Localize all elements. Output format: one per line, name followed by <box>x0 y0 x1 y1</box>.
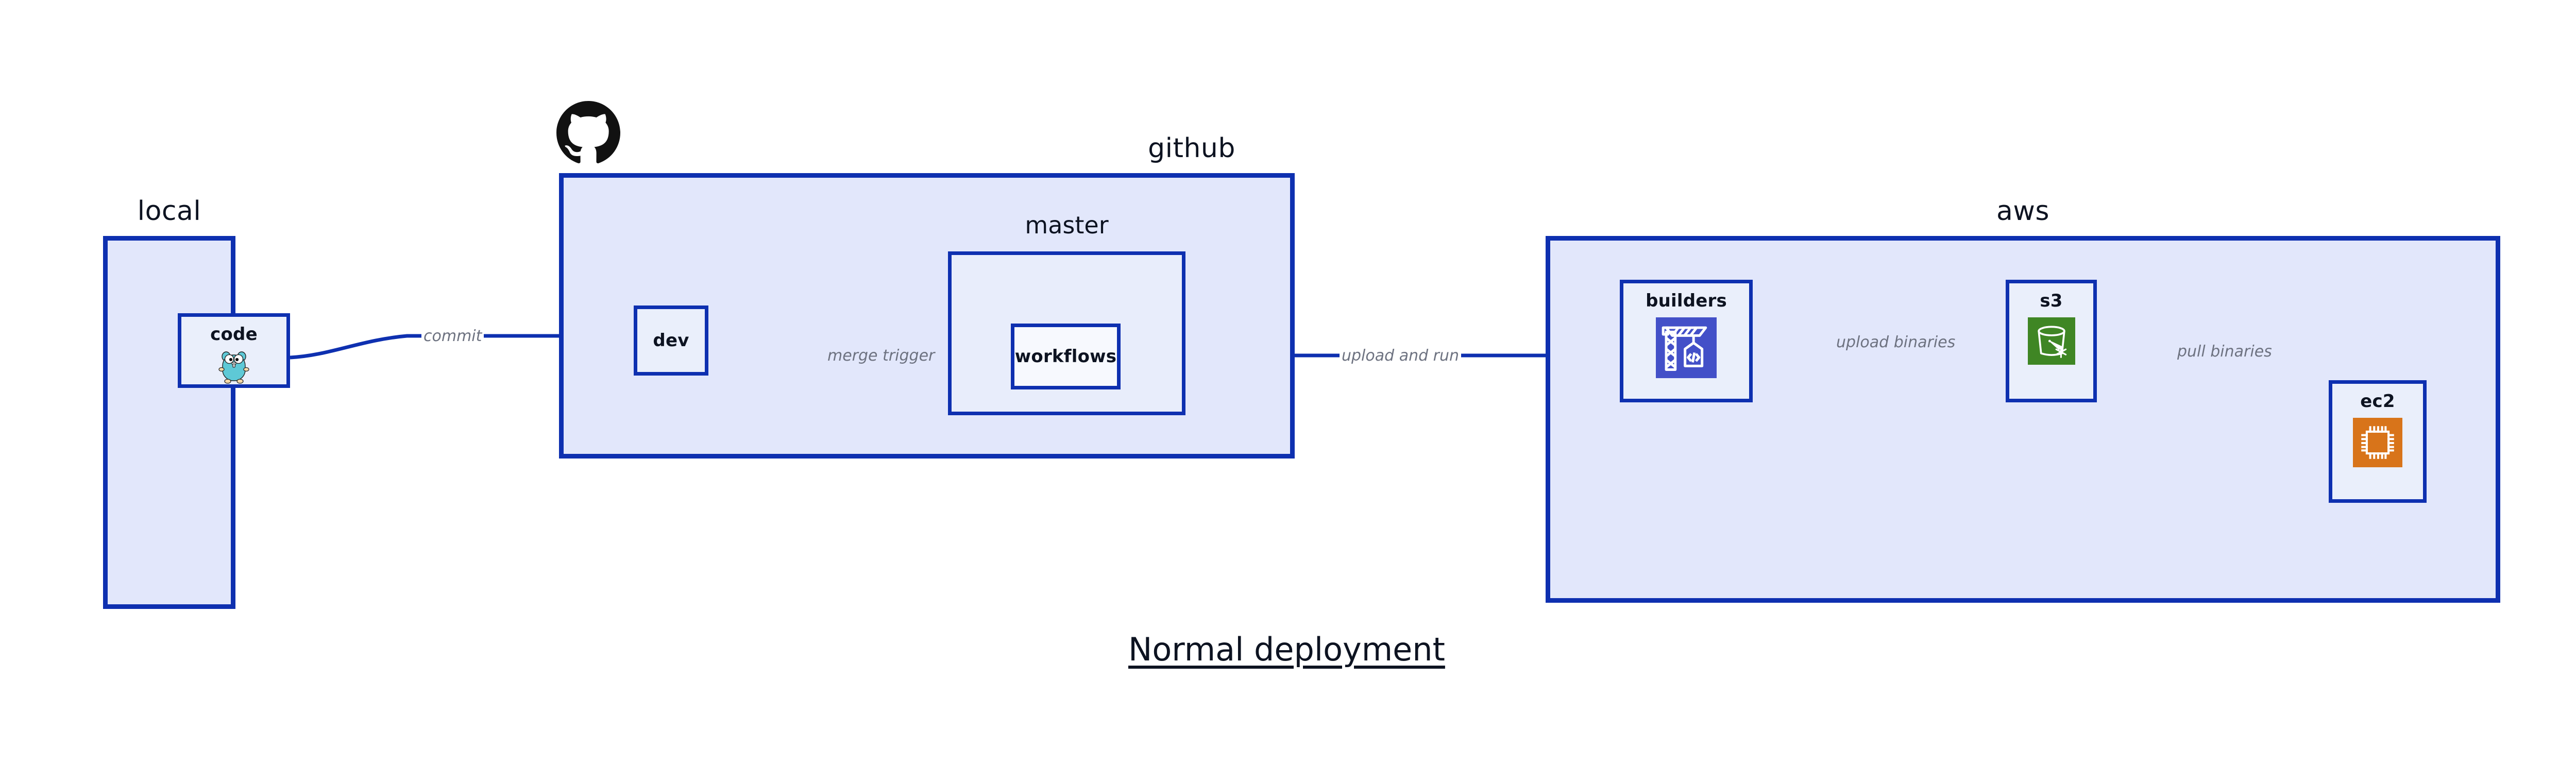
node-label-dev: dev <box>653 330 689 351</box>
edge-label-upload-and-run: upload and run <box>1340 348 1462 364</box>
node-label-ec2: ec2 <box>2360 391 2395 412</box>
node-label-builders: builders <box>1646 291 1727 311</box>
group-label-github: github <box>1148 133 1235 164</box>
node-ec2[interactable]: ec2 <box>2329 380 2427 503</box>
node-workflows[interactable]: workflows <box>1011 324 1121 389</box>
aws-codebuild-crane-icon <box>1656 317 1717 380</box>
node-label-s3: s3 <box>2040 291 2063 311</box>
node-label-workflows: workflows <box>1014 346 1117 367</box>
edge-label-upload-binaries: upload binaries <box>1834 335 1958 350</box>
edge-label-merge-trigger: merge trigger <box>825 348 937 364</box>
edge-label-commit: commit <box>421 329 484 344</box>
node-code[interactable]: code <box>178 313 290 388</box>
node-builders[interactable]: builders <box>1620 280 1753 402</box>
aws-s3-bucket-icon <box>2027 317 2075 367</box>
subgroup-label-master: master <box>1025 211 1109 239</box>
group-label-local: local <box>137 196 201 227</box>
github-octocat-icon <box>556 101 620 167</box>
node-label-code: code <box>210 324 258 345</box>
go-gopher-icon <box>217 348 250 386</box>
group-local <box>103 236 235 609</box>
aws-ec2-chip-icon <box>2353 418 2402 469</box>
node-s3[interactable]: s3 <box>2006 280 2097 402</box>
node-dev[interactable]: dev <box>634 305 708 376</box>
diagram-title: Normal deployment <box>1128 631 1445 668</box>
edge-label-pull-binaries: pull binaries <box>2175 344 2274 360</box>
group-label-aws: aws <box>1996 196 2049 227</box>
